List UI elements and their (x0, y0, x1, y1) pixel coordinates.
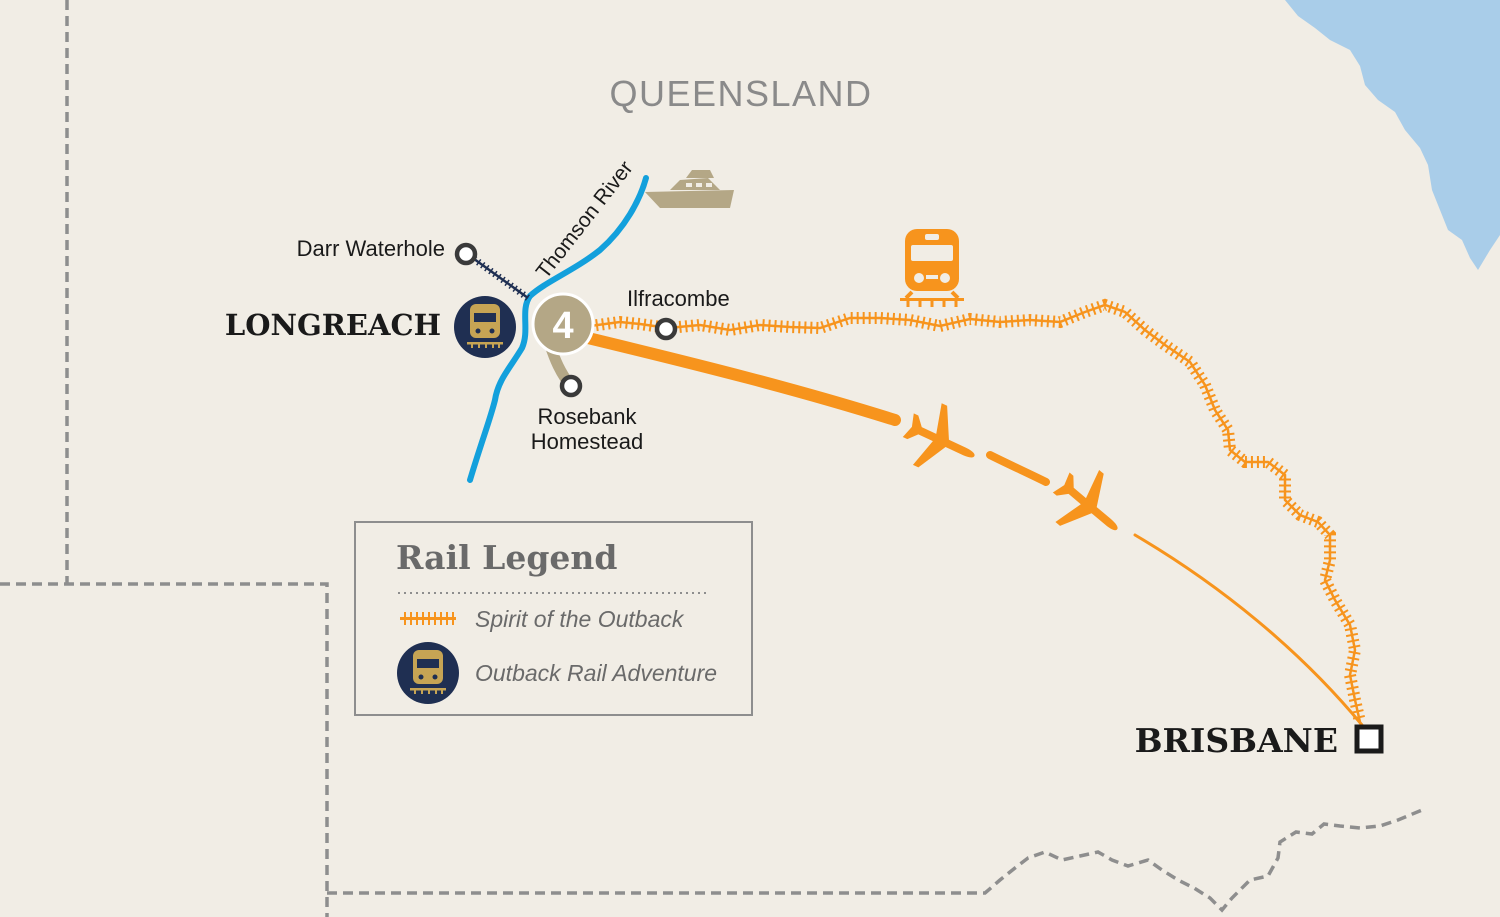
train-icon (900, 229, 964, 307)
state-borders (0, 0, 1423, 917)
rosebank-label-line1: Rosebank (537, 404, 637, 429)
darr-waterhole-dot (454, 242, 478, 266)
legend-title: Rail Legend (396, 538, 617, 577)
railway-track-icon (400, 612, 456, 625)
rosebank-dot (559, 374, 583, 398)
darr-rail-ties (467, 253, 531, 301)
airplane-icon (1052, 469, 1118, 531)
airplane-icon (902, 403, 975, 468)
train-badge-icon (397, 642, 459, 704)
region-label: QUEENSLAND (609, 73, 872, 114)
day-marker: 4 (531, 292, 595, 356)
thomson-river (467, 175, 649, 483)
flight-path (582, 332, 1364, 727)
spirit-of-the-outback-route (589, 298, 1366, 724)
rail-legend: Rail Legend Spirit of the Outback Outbac… (354, 521, 753, 716)
legend-item-label: Spirit of the Outback (475, 606, 685, 632)
boat-icon (645, 170, 734, 208)
legend-item-label: Outback Rail Adventure (475, 660, 717, 686)
longreach-label: LONGREACH (225, 308, 441, 342)
ilfracombe-dot (654, 317, 678, 341)
darr-waterhole-label: Darr Waterhole (297, 236, 445, 261)
train-badge-icon (454, 296, 516, 358)
day-marker-number: 4 (552, 305, 573, 347)
brisbane-label: BRISBANE (1135, 721, 1338, 760)
ilfracombe-label: Ilfracombe (627, 286, 730, 311)
ocean (1285, 0, 1500, 270)
brisbane-marker (1354, 724, 1384, 754)
rosebank-label-line2: Homestead (531, 429, 644, 454)
